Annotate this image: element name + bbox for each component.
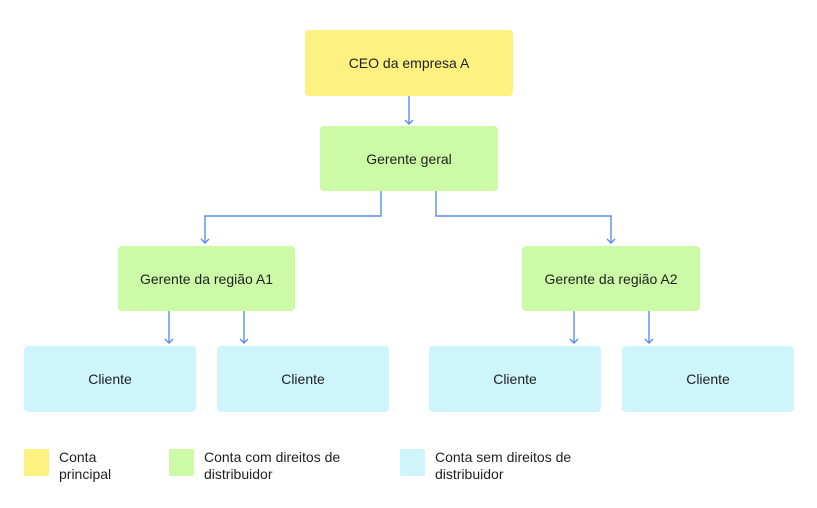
client-node: Cliente <box>24 346 196 412</box>
client-node: Cliente <box>429 346 601 412</box>
client-label: Cliente <box>686 371 730 387</box>
arrow-general-manager-to-region-a1 <box>200 191 382 244</box>
ceo-node: CEO da empresa A <box>305 30 513 96</box>
client-node: Cliente <box>217 346 389 412</box>
region-a2-manager-node: Gerente da região A2 <box>522 246 700 311</box>
client-label: Cliente <box>493 371 537 387</box>
legend-swatch-green <box>169 449 194 476</box>
legend-item-distributor: Conta com direitos de distribuidor <box>169 449 362 483</box>
legend-item-no-distributor: Conta sem direitos de distribuidor <box>400 449 585 483</box>
client-label: Cliente <box>281 371 325 387</box>
legend-label: Conta sem direitos de distribuidor <box>435 449 572 482</box>
arrow-general-manager-to-region-a2 <box>435 191 616 244</box>
ceo-label: CEO da empresa A <box>348 55 470 71</box>
client-node: Cliente <box>622 346 794 412</box>
client-label: Cliente <box>88 371 132 387</box>
region-a1-manager-label: Gerente da região A1 <box>139 270 274 287</box>
legend-label: Conta com direitos de distribuidor <box>204 449 341 482</box>
region-a2-manager-label: Gerente da região A2 <box>544 270 678 287</box>
legend-swatch-yellow <box>24 449 49 476</box>
legend-item-principal: Conta principal <box>24 449 129 483</box>
region-a1-manager-node: Gerente da região A1 <box>118 246 295 311</box>
legend-swatch-cyan <box>400 449 425 476</box>
general-manager-node: Gerente geral <box>320 126 498 191</box>
legend-label: Conta principal <box>59 449 112 482</box>
general-manager-label: Gerente geral <box>366 150 452 167</box>
